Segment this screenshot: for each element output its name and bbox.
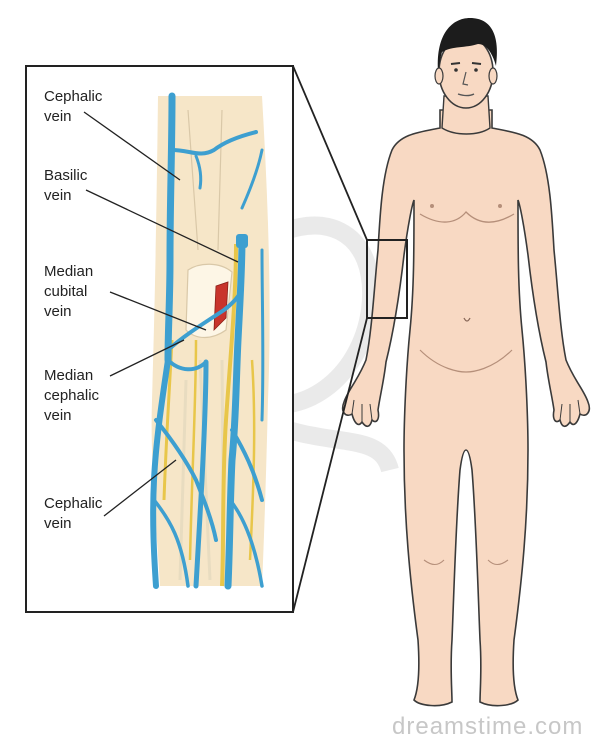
label-basilic-vein: Basilic vein xyxy=(44,166,87,206)
label-median-cephalic-vein: Median cephalic vein xyxy=(44,366,99,426)
eye-left xyxy=(454,68,458,72)
label-median-cubital-vein: Median cubital vein xyxy=(44,262,93,322)
nipple-left xyxy=(430,204,434,208)
human-body xyxy=(343,18,590,706)
basilic-vein-cap xyxy=(236,234,248,248)
body-silhouette xyxy=(343,110,590,706)
label-cephalic-vein-top: Cephalic vein xyxy=(44,87,102,127)
vein-right-edge xyxy=(262,250,263,420)
eyebrow-right xyxy=(472,63,481,64)
nipple-right xyxy=(498,204,502,208)
eyebrow-left xyxy=(451,63,460,64)
zoom-line-bottom xyxy=(293,318,367,612)
ear-left xyxy=(435,68,443,84)
zoom-line-top xyxy=(293,66,367,240)
watermark-text: dreamstime.com xyxy=(392,713,583,741)
ear-right xyxy=(489,68,497,84)
eye-right xyxy=(474,68,478,72)
label-cephalic-vein-bottom: Cephalic vein xyxy=(44,494,102,534)
cephalic-vein-upper xyxy=(168,96,172,360)
